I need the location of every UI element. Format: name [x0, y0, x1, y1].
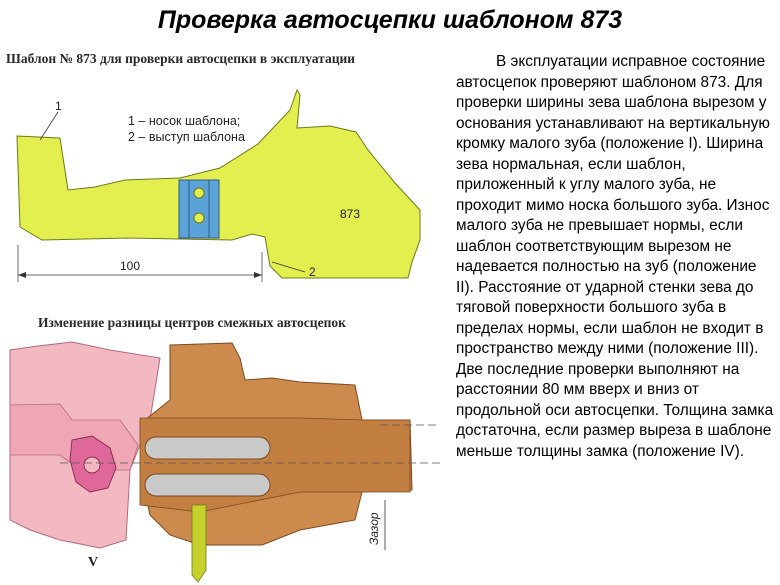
- callout-2: 2: [309, 265, 316, 279]
- legend-item-1: 1 – носок шаблона;: [128, 114, 241, 128]
- template-number: 873: [340, 207, 360, 221]
- description-paragraph: В эксплуатации исправное состояние автос…: [456, 53, 774, 460]
- legend-item-2: 2 – выступ шаблона: [128, 130, 245, 144]
- template-diagram: 873 1 2 100 Зазор V: [9, 88, 440, 583]
- gap-label: Зазор: [367, 512, 381, 545]
- template-tab: [191, 504, 207, 583]
- bottom-figure-caption: Изменение разницы центров смежных автосц…: [38, 315, 346, 330]
- description-text: В эксплуатации исправное состояние автос…: [456, 52, 774, 462]
- slot-upper: [144, 436, 271, 460]
- corner-mark: V: [88, 555, 98, 570]
- rivet-icon: [193, 187, 205, 199]
- callout-1: 1: [55, 99, 62, 113]
- top-figure-caption: Шаблон № 873 для проверки автосцепки в э…: [6, 51, 356, 66]
- page-title: Проверка автосцепки шаблоном 873: [157, 6, 623, 34]
- rivet-icon: [193, 212, 205, 224]
- dimension-value: 100: [120, 259, 140, 273]
- slot-lower: [144, 473, 271, 497]
